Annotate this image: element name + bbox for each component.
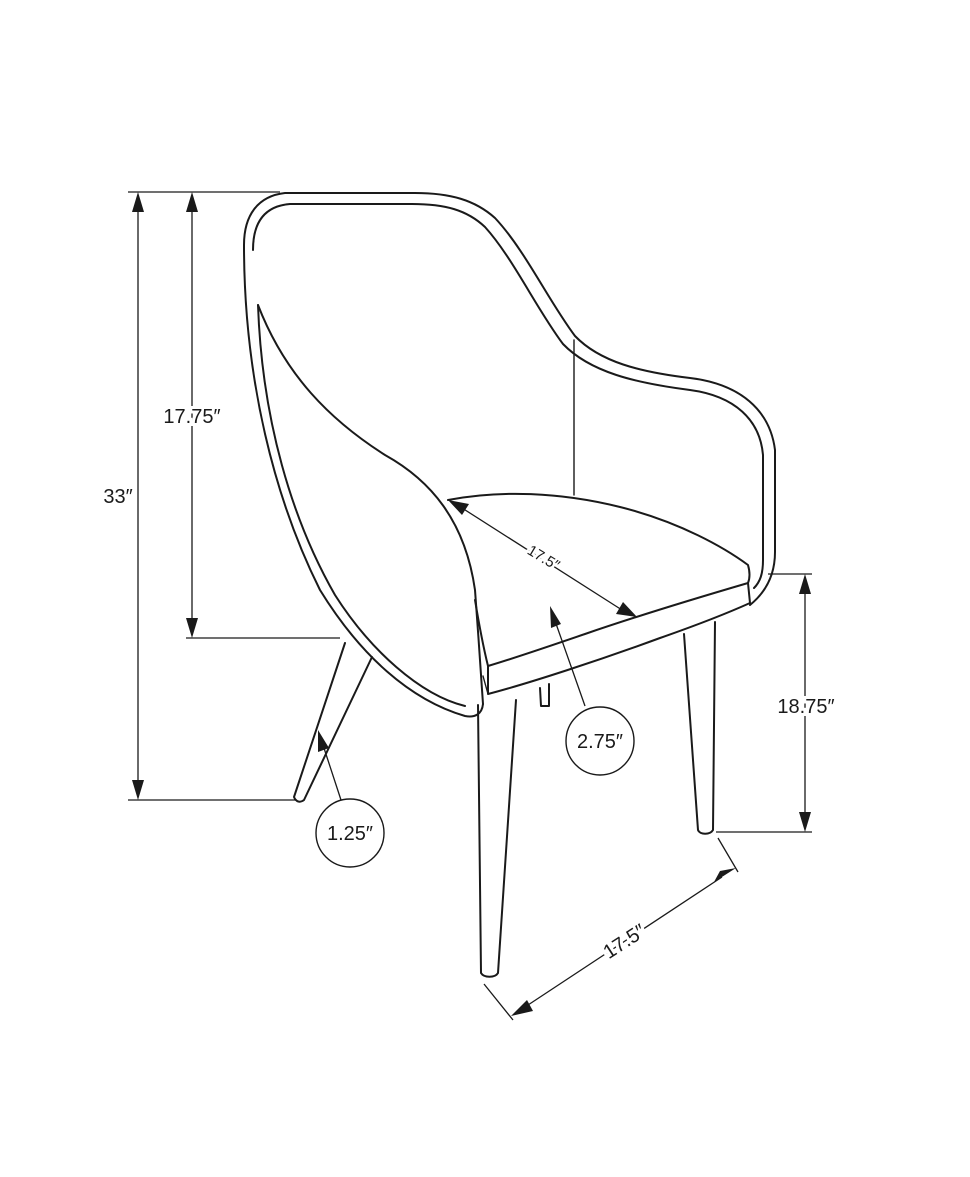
seat-front-lower [482, 675, 489, 695]
cushion-callout-bubble [565, 706, 635, 776]
total-height-label: 33″ [103, 486, 132, 508]
leg-callout-bubble [315, 798, 385, 868]
chair-back-inner [252, 203, 764, 589]
arrow-icon [511, 1000, 533, 1016]
leg-front-center [477, 699, 517, 978]
seat-front-edge [487, 582, 751, 695]
base-width-label: 17.5″ [599, 920, 650, 964]
arrow-up-icon [799, 574, 811, 594]
arrow-down-icon [132, 780, 144, 800]
cushion-leader-line [553, 617, 586, 707]
chair-inner-arm-left [257, 304, 484, 705]
dimension-lines [128, 191, 812, 1021]
cushion-thickness-label: 2.75″ [577, 731, 623, 753]
seat-height-label: 18.75″ [777, 696, 834, 718]
arrow-icon [616, 602, 637, 617]
seat-depth-label: 17.5″ [524, 542, 563, 575]
base-width-line [524, 876, 723, 1008]
leg-leader-line [321, 741, 342, 801]
leg-width-label: 1.25″ [327, 823, 373, 845]
arrow-up-icon [132, 192, 144, 212]
arrow-down-icon [186, 618, 198, 638]
chair-illustration [243, 192, 776, 978]
arrow-icon [448, 500, 469, 515]
leg-front-right [683, 621, 716, 835]
leg-back-left [293, 642, 373, 803]
chair-shell-left-edge [243, 244, 484, 718]
seat-top [447, 492, 751, 667]
seat-depth-line [461, 507, 623, 611]
arrow-down-icon [799, 812, 811, 832]
chair-back-outer [243, 192, 776, 606]
arrow-icon [318, 730, 329, 752]
arrow-icon [550, 606, 561, 628]
chair-inner-left-panel [257, 304, 466, 707]
back-height-label: 17.75″ [163, 406, 220, 428]
arrow-up-icon [186, 192, 198, 212]
arrow-icon [714, 868, 736, 882]
rear-leg-stub [539, 683, 550, 707]
